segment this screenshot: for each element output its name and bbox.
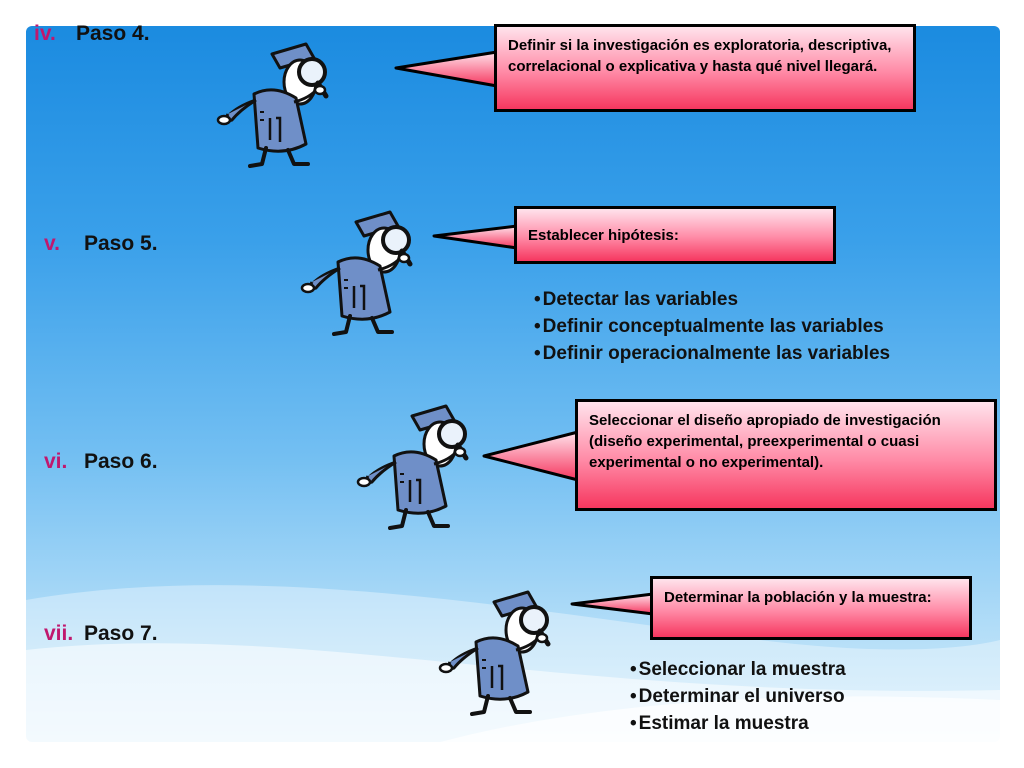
step-5-number: v.: [44, 232, 60, 255]
callout-step-5: Establecer hipótesis:: [514, 206, 836, 264]
callout-step-7-text: Determinar la población y la muestra:: [664, 589, 932, 606]
detective-magnifier-icon: [354, 398, 474, 534]
step-6-heading: vi. Paso 6.: [44, 450, 158, 474]
step-5-heading: v. Paso 5.: [44, 232, 158, 256]
step-5-bullet-list: Detectar las variables Definir conceptua…: [534, 286, 890, 367]
step-6-number: vi.: [44, 450, 68, 473]
step-6-label: Paso 6.: [84, 450, 158, 473]
list-item: Determinar el universo: [630, 683, 846, 710]
step-4-heading: iv. Paso 4.: [34, 22, 150, 46]
step-7-number: vii.: [44, 622, 74, 645]
list-item: Seleccionar la muestra: [630, 656, 846, 683]
callout-step-6: Seleccionar el diseño apropiado de inves…: [575, 399, 997, 511]
step-5-label: Paso 5.: [84, 232, 158, 255]
step-4-number: iv.: [34, 22, 56, 45]
detective-magnifier-icon: [298, 204, 418, 340]
list-item: Detectar las variables: [534, 286, 890, 313]
callout-step-4-text: Definir si la investigación es explorato…: [508, 37, 892, 75]
callout-step-6-text: Seleccionar el diseño apropiado de inves…: [589, 412, 941, 471]
callout-step-4: Definir si la investigación es explorato…: [494, 24, 916, 112]
step-7-label: Paso 7.: [84, 622, 158, 645]
list-item: Definir operacionalmente las variables: [534, 340, 890, 367]
callout-step-5-text: Establecer hipótesis:: [528, 227, 679, 244]
list-item: Estimar la muestra: [630, 710, 846, 737]
step-7-heading: vii. Paso 7.: [44, 622, 158, 646]
step-4-label: Paso 4.: [76, 22, 150, 45]
callout-step-7: Determinar la población y la muestra:: [650, 576, 972, 640]
detective-magnifier-icon: [214, 36, 334, 172]
list-item: Definir conceptualmente las variables: [534, 313, 890, 340]
detective-magnifier-icon: [436, 584, 556, 720]
step-7-bullet-list: Seleccionar la muestra Determinar el uni…: [630, 656, 846, 737]
